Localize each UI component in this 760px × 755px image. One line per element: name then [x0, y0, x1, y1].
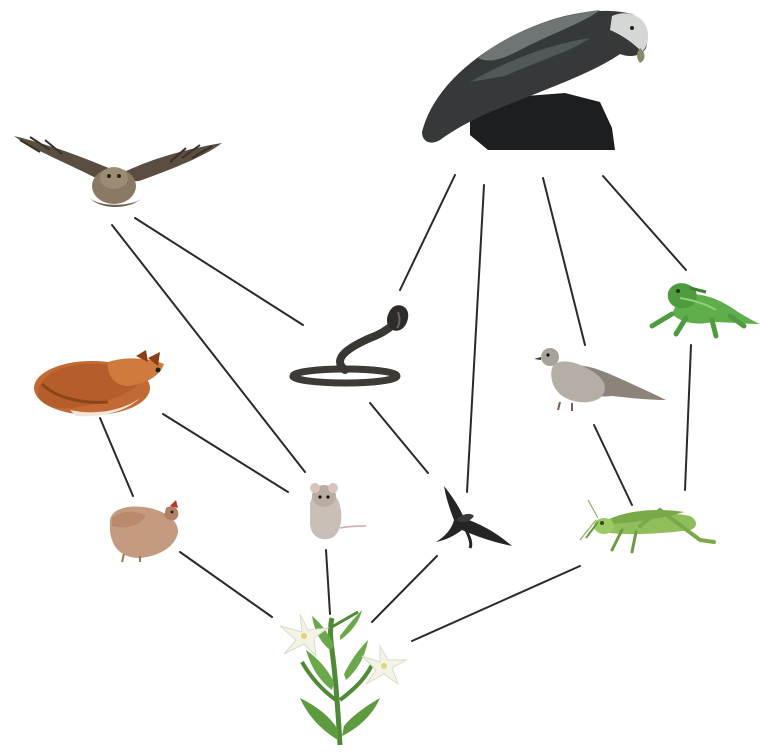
link-eagle-swallow — [467, 185, 484, 492]
lily-plant-icon — [280, 610, 406, 745]
fox-icon — [34, 350, 164, 416]
link-owl-mouse — [112, 225, 305, 472]
link-swallow-lily — [372, 556, 437, 622]
swallow-icon — [436, 486, 512, 548]
link-chicken-lily — [180, 552, 272, 617]
link-fox-chicken — [100, 418, 133, 496]
feeding-links — [100, 175, 691, 641]
dove-icon — [534, 348, 666, 411]
link-lizard-grasshopper — [685, 345, 691, 490]
link-eagle-cobra — [400, 175, 455, 290]
link-mouse-lily — [326, 550, 330, 614]
lily-flower-right — [362, 646, 406, 684]
cobra-icon — [290, 305, 408, 383]
link-grasshopper-lily — [412, 566, 580, 641]
link-owl-cobra — [135, 218, 303, 325]
link-cobra-swallow — [370, 403, 428, 473]
link-dove-grasshopper — [594, 425, 632, 505]
lizard-icon — [652, 283, 760, 336]
link-eagle-dove — [543, 178, 585, 345]
link-eagle-lizard — [603, 176, 686, 270]
eagle-icon — [422, 10, 648, 150]
owl-icon — [14, 136, 222, 207]
mouse-icon — [310, 483, 366, 539]
grasshopper-icon — [580, 500, 714, 552]
chicken-icon — [110, 500, 179, 562]
